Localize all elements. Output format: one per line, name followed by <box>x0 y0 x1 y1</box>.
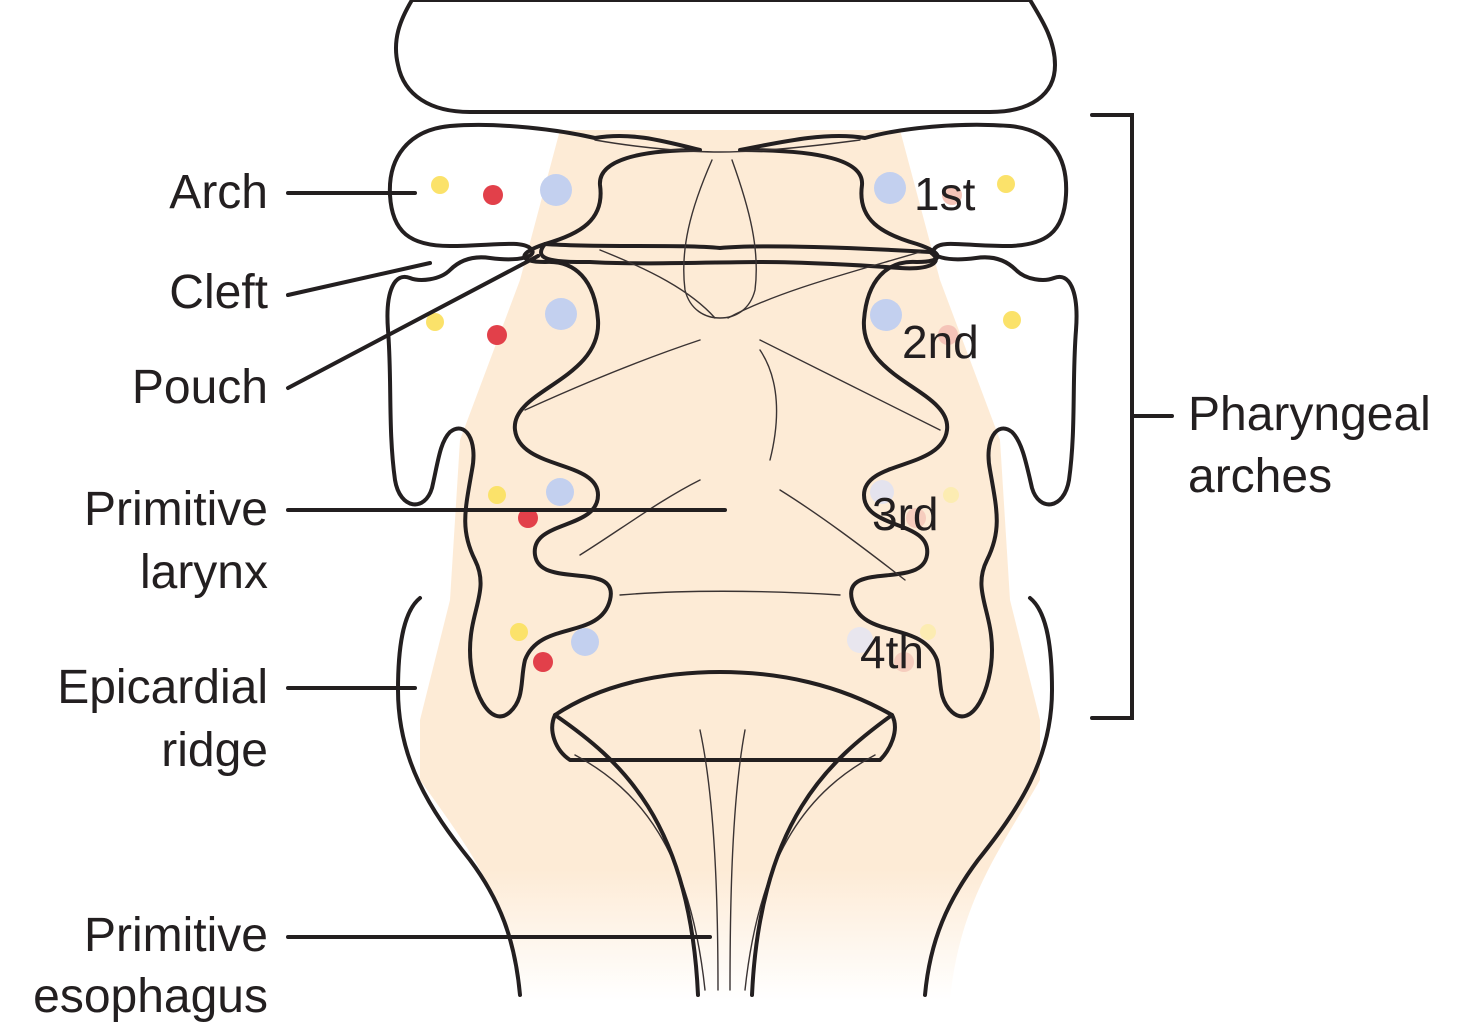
label-primitive-esophagus-line1: Primitive <box>84 909 268 962</box>
dot-blue-faded <box>870 480 894 504</box>
body-fill <box>420 130 1040 1000</box>
dot-yellow <box>510 623 528 641</box>
dot-blue <box>540 174 572 206</box>
label-pouch: Pouch <box>132 361 268 414</box>
left-arch-outline <box>385 122 702 719</box>
label-primitive-larynx-line1: Primitive <box>84 483 268 536</box>
center-fold-4 <box>727 251 921 319</box>
arch-number-1: 1st <box>914 168 976 220</box>
dot-red <box>533 652 553 672</box>
label-primitive-esophagus-line2: esophagus <box>33 970 268 1023</box>
head-segment <box>393 0 1057 114</box>
dot-red-faded <box>894 652 914 672</box>
esophagus-line-4 <box>729 729 746 991</box>
leader-pouch <box>286 254 540 390</box>
dot-yellow-faded <box>943 487 959 503</box>
label-cleft: Cleft <box>169 266 268 319</box>
label-epicardial-ridge-line2: ridge <box>161 724 268 777</box>
dot-yellow <box>997 175 1015 193</box>
dot-blue <box>545 298 577 330</box>
esophagus-line-2 <box>744 754 876 991</box>
dot-red-faded <box>942 185 962 205</box>
center-fold-1 <box>594 139 861 153</box>
pharyngeal-arches-bracket <box>1090 113 1174 720</box>
label-primitive-larynx-line2: larynx <box>140 546 268 599</box>
center-fold-8 <box>579 479 701 556</box>
label-pharyngeal-arches-line1: Pharyngeal <box>1188 388 1431 441</box>
lower-lumen <box>550 670 897 762</box>
center-fold-6 <box>759 339 941 431</box>
label-arch: Arch <box>169 166 268 219</box>
dot-blue <box>546 478 574 506</box>
esophagus-right-wall <box>750 713 894 997</box>
center-fold-10 <box>619 590 841 596</box>
label-pharyngeal-arches-line2: arches <box>1188 450 1332 503</box>
dot-red <box>518 508 538 528</box>
dot-yellow <box>1003 311 1021 329</box>
center-fold-5 <box>524 339 701 411</box>
arch-number-3: 3rd <box>872 488 938 540</box>
dot-red <box>487 325 507 345</box>
dot-yellow <box>488 486 506 504</box>
pharynx-lumen <box>539 242 938 271</box>
center-fold-9 <box>779 489 906 581</box>
arch-number-4: 4th <box>860 626 924 678</box>
right-arch-outline <box>738 122 1079 719</box>
center-fold-3 <box>599 249 716 319</box>
right-epicardial-ridge <box>923 596 1054 997</box>
center-fold-2 <box>683 159 757 319</box>
esophagus-line-3 <box>699 729 719 991</box>
arch-number-2: 2nd <box>902 316 979 368</box>
dot-blue-faded <box>847 627 873 653</box>
dot-blue <box>874 172 906 204</box>
esophagus-left-wall <box>553 713 700 997</box>
left-epicardial-ridge <box>396 596 522 997</box>
dot-red-faded <box>938 325 958 345</box>
dot-yellow <box>426 313 444 331</box>
label-epicardial-ridge-line1: Epicardial <box>57 661 268 714</box>
center-fold-7 <box>759 349 778 461</box>
dot-red <box>483 185 503 205</box>
esophagus-line-1 <box>574 754 706 991</box>
dot-blue <box>870 299 902 331</box>
leader-cleft <box>286 261 432 297</box>
dot-yellow-faded <box>920 624 936 640</box>
dot-yellow <box>431 176 449 194</box>
dot-blue <box>571 628 599 656</box>
dot-red-faded <box>906 508 926 528</box>
